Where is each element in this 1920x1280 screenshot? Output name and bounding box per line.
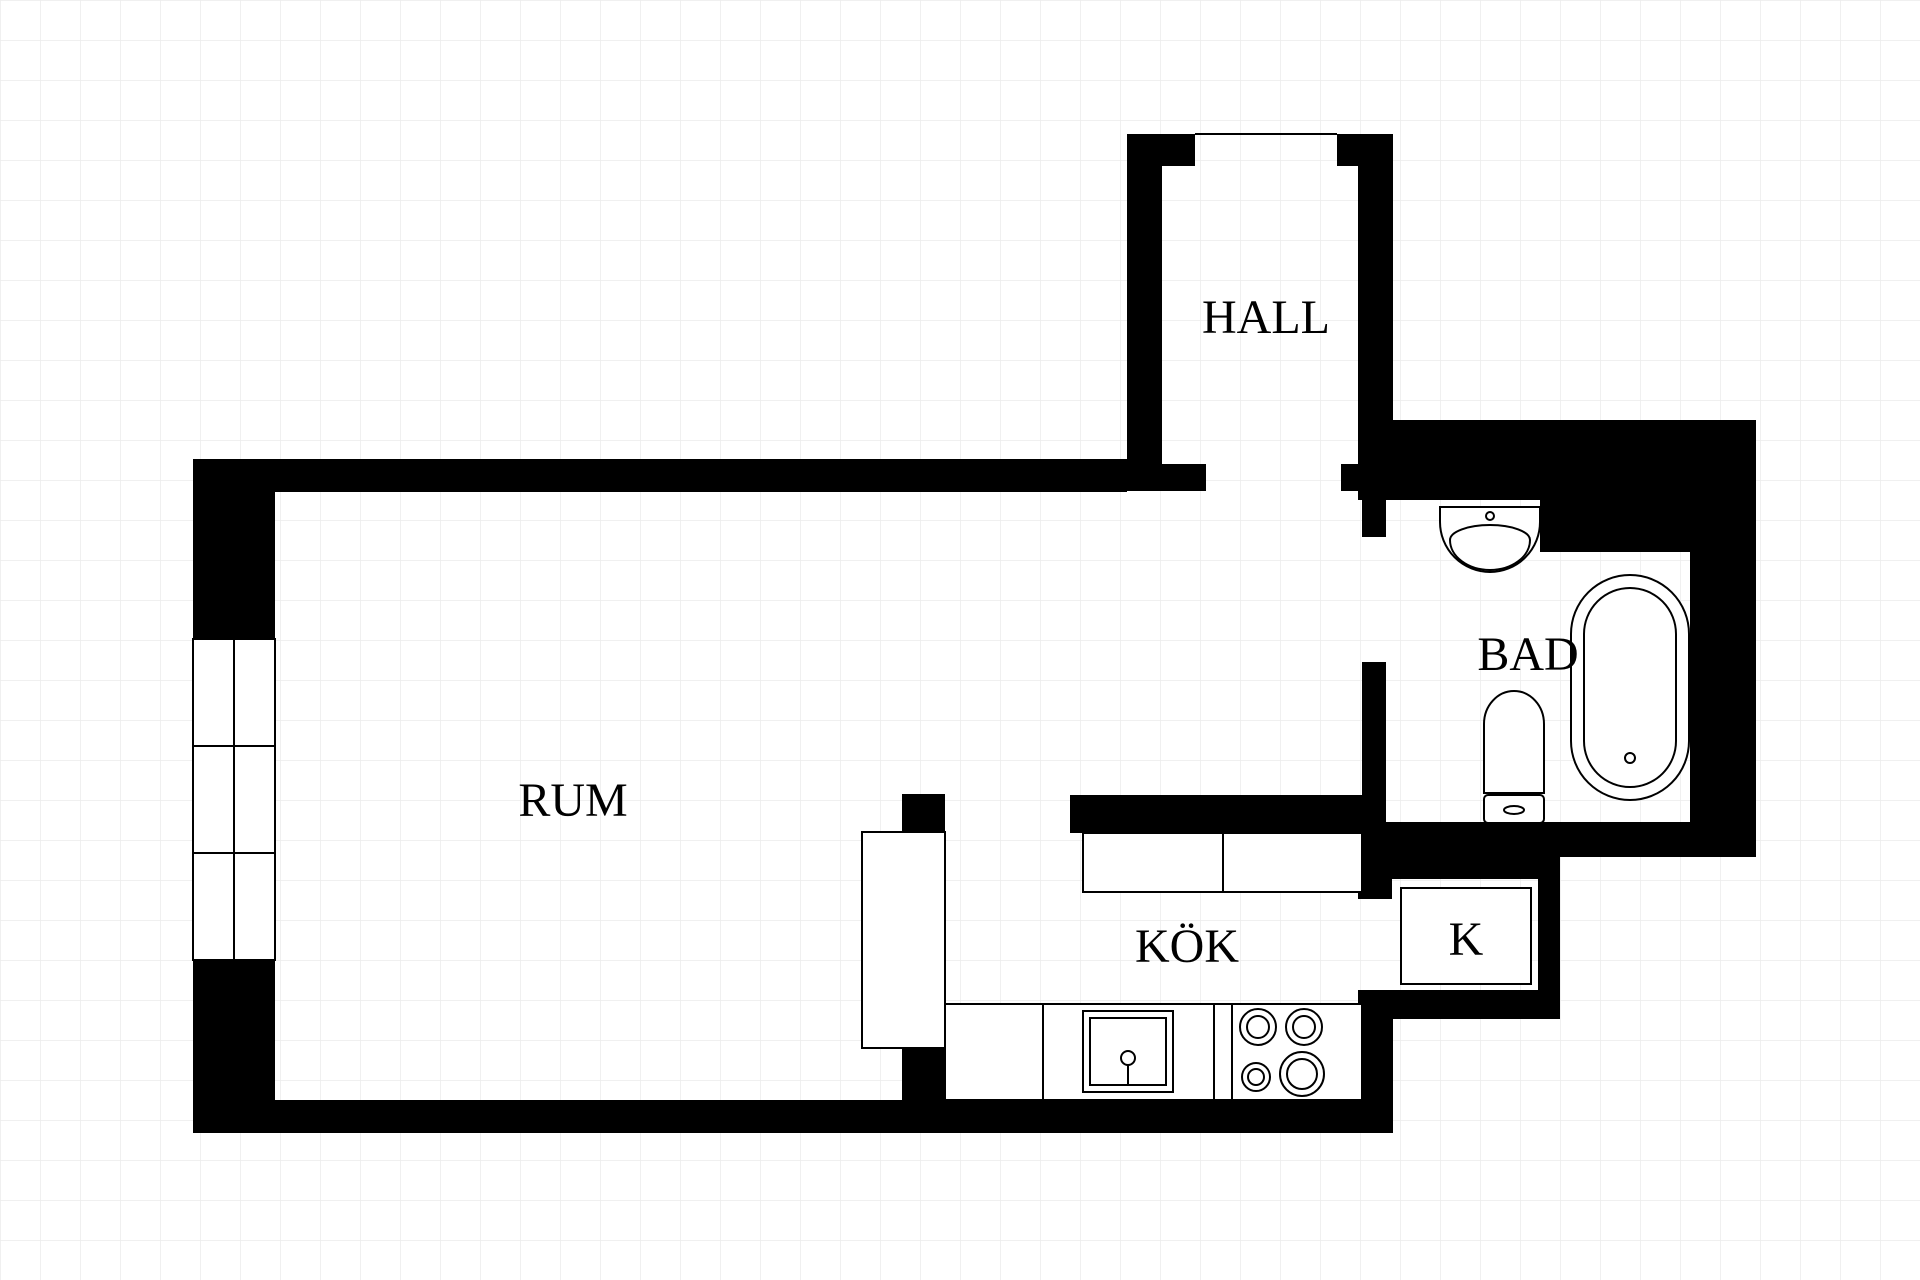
closet-top-wall <box>1358 857 1560 879</box>
closet-bottom-wall <box>1358 990 1560 1019</box>
kok-wall-left-bottom <box>902 1045 945 1107</box>
wardrobe <box>861 831 946 1049</box>
room-label-rum: RUM <box>518 774 627 827</box>
rum-left-wall-top <box>193 459 275 639</box>
hall-right-bottom-stub <box>1341 464 1363 491</box>
kok-wall-left-top <box>902 794 945 832</box>
toilet <box>1483 690 1545 824</box>
room-label-kok: KÖK <box>1135 920 1239 973</box>
hall-right-wall <box>1358 134 1393 424</box>
bathroom-sink <box>1439 506 1541 573</box>
bad-right-wall <box>1690 420 1756 857</box>
rum-bottom-wall <box>193 1100 1393 1133</box>
kitchen-counter-upper <box>1082 832 1363 893</box>
bad-left-wall-top <box>1362 492 1386 537</box>
stove <box>1239 1008 1325 1097</box>
bad-bottom-wall <box>1358 822 1756 857</box>
hall-top-left-stub <box>1127 134 1195 166</box>
room-label-bad: BAD <box>1477 628 1578 681</box>
room-label-closet: K <box>1449 913 1484 966</box>
closet-left-wall-top <box>1358 857 1392 899</box>
closet-right-wall <box>1538 857 1560 1019</box>
kitchen-sink <box>1082 1010 1174 1093</box>
rum-top-wall-ext <box>1127 464 1206 491</box>
closet-box <box>1400 887 1532 985</box>
walls <box>193 134 1756 1133</box>
rum-top-wall <box>193 459 1127 492</box>
room-label-hall: HALL <box>1202 291 1330 344</box>
window-left <box>192 638 276 961</box>
kok-partition-top <box>1070 795 1386 833</box>
hall-left-wall <box>1127 134 1162 469</box>
bathtub <box>1570 574 1690 801</box>
